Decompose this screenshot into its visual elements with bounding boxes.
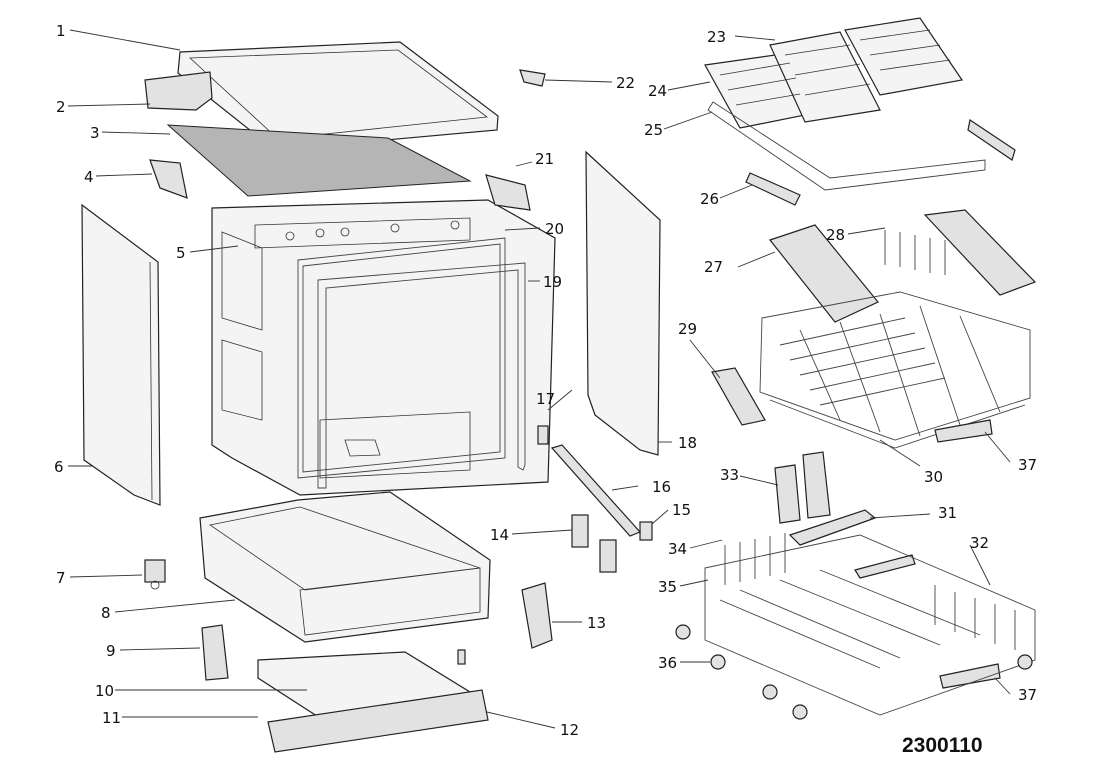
callout-35: 35 (658, 578, 677, 596)
callout-19: 19 (543, 273, 562, 291)
callout-28: 28 (826, 226, 845, 244)
callout-24: 24 (648, 82, 667, 100)
part-worktop (177, 41, 499, 151)
part-spray-arms (774, 451, 831, 524)
callout-36: 36 (658, 654, 677, 672)
part-right-side-panel (585, 150, 661, 456)
callout-13: 13 (587, 614, 606, 632)
callout-29: 29 (678, 320, 697, 338)
part-side-holder (711, 367, 766, 426)
callout-15: 15 (672, 501, 691, 519)
callout-16: 16 (652, 478, 671, 496)
callout-21: 21 (535, 150, 554, 168)
callout-27: 27 (704, 258, 723, 276)
part-rail-frame (707, 101, 1016, 191)
part-gasket-frame (317, 262, 526, 489)
callout-37-upper: 37 (1018, 456, 1037, 474)
callout-22: 22 (616, 74, 635, 92)
part-basket-handle-upper (934, 419, 993, 443)
part-top-bracket (144, 71, 213, 111)
part-side-bracket (485, 174, 531, 211)
part-tub-body (211, 199, 556, 496)
part-rack-inserts (768, 209, 1037, 323)
callout-20: 20 (545, 220, 564, 238)
callout-10: 10 (95, 682, 114, 700)
callout-23: 23 (707, 28, 726, 46)
callout-9: 9 (106, 642, 116, 660)
part-small-clip (519, 69, 546, 87)
callout-25: 25 (644, 121, 663, 139)
part-door-clip (537, 425, 549, 445)
part-clip (639, 521, 653, 541)
callout-5: 5 (176, 244, 186, 262)
callout-31: 31 (938, 504, 957, 522)
callout-2: 2 (56, 98, 66, 116)
callout-4: 4 (84, 168, 94, 186)
callout-33: 33 (720, 466, 739, 484)
part-insulation-sheet (166, 124, 472, 197)
callout-37-lower: 37 (1018, 686, 1037, 704)
part-cutlery-trays (704, 17, 964, 129)
callout-3: 3 (90, 124, 100, 142)
callout-17: 17 (536, 390, 555, 408)
part-lower-basket (704, 533, 1036, 716)
callout-labels: 1 2 3 4 5 6 7 8 9 10 11 12 13 14 15 16 1… (54, 22, 1037, 739)
part-base-tray (199, 491, 491, 643)
part-hinge-plates (571, 514, 617, 573)
callout-7: 7 (56, 569, 66, 587)
callout-1: 1 (56, 22, 66, 40)
document-number: 2300110 (902, 734, 983, 757)
part-door-strip (550, 444, 642, 537)
part-upper-basket (759, 291, 1031, 449)
part-small-hinge (149, 159, 188, 199)
callout-26: 26 (700, 190, 719, 208)
callout-6: 6 (54, 458, 64, 476)
part-basket-wheels (675, 624, 1033, 720)
part-rail-clip (745, 172, 801, 206)
part-small-cover (201, 624, 229, 681)
callout-34: 34 (668, 540, 687, 558)
callout-30: 30 (924, 468, 943, 486)
part-valve (144, 559, 166, 590)
callout-18: 18 (678, 434, 697, 452)
callout-12: 12 (560, 721, 579, 739)
callout-14: 14 (490, 526, 509, 544)
part-kick-plate (267, 689, 489, 753)
part-door-seal (297, 237, 506, 479)
part-cutlery-rack (788, 509, 916, 579)
part-left-side-panel (81, 203, 161, 506)
leader-lines (67, 29, 1011, 729)
callout-32: 32 (970, 534, 989, 552)
callout-11: 11 (102, 709, 121, 727)
part-basket-handle-lower (939, 663, 1001, 689)
part-bracket-plate (521, 582, 553, 649)
callout-8: 8 (101, 604, 111, 622)
